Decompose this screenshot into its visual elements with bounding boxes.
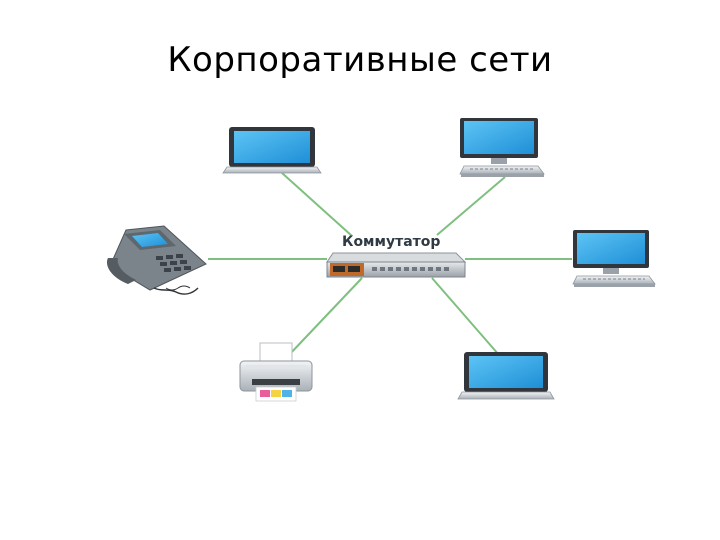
- switch-label: Коммутатор: [342, 234, 440, 250]
- link-desktop-top-right: [436, 176, 506, 236]
- laptop-icon: [457, 352, 555, 400]
- ip-phone-icon: [106, 225, 207, 295]
- link-printer: [287, 277, 363, 357]
- laptop-icon: [222, 127, 322, 174]
- network-switch-icon: Коммутатор: [326, 234, 467, 278]
- slide-title: Корпоративные сети: [167, 40, 553, 80]
- printer-icon: [239, 342, 313, 402]
- link-laptop-bottom-right: [431, 277, 500, 356]
- link-laptop-top-left: [281, 172, 353, 237]
- connection-lines: [208, 172, 572, 357]
- desktop-computer-icon: [572, 230, 656, 287]
- desktop-computer-icon: [459, 118, 545, 177]
